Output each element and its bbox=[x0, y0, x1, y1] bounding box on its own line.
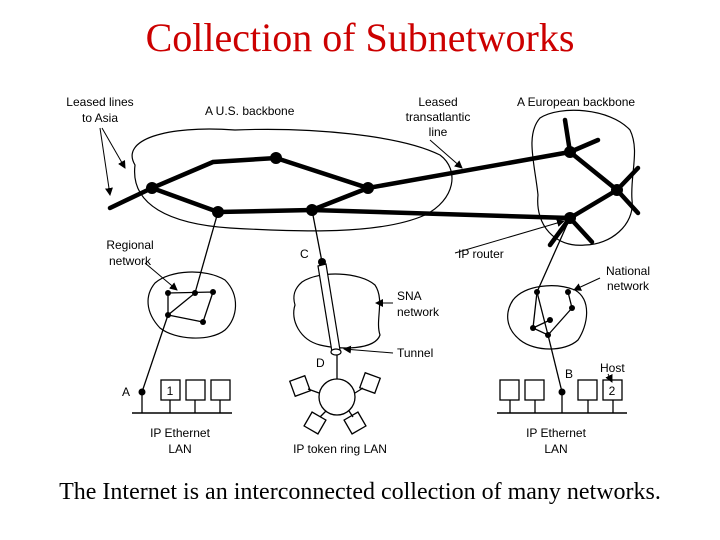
label-node-b: B bbox=[565, 367, 573, 381]
label-ip-router: IP router bbox=[458, 247, 504, 261]
node-b-router bbox=[558, 388, 566, 396]
national-uplink bbox=[536, 217, 571, 293]
label-regional-network: network bbox=[109, 254, 152, 268]
europe-link-2 bbox=[567, 187, 620, 221]
label-transatlantic: Leased bbox=[418, 95, 457, 109]
national-router bbox=[547, 317, 553, 323]
regional-router bbox=[165, 312, 171, 318]
us-backbone-lower-line bbox=[149, 185, 371, 215]
backbone-router bbox=[362, 182, 374, 194]
backbone-router bbox=[611, 184, 623, 196]
national-network-cloud bbox=[507, 285, 588, 350]
national-router bbox=[530, 325, 536, 331]
label-host-2: 2 bbox=[609, 384, 616, 398]
national-router bbox=[545, 332, 551, 338]
label-us-backbone: A U.S. backbone bbox=[205, 104, 295, 118]
regional-router bbox=[165, 290, 171, 296]
arrow-leased-asia-2 bbox=[101, 127, 126, 169]
label-host: Host bbox=[600, 361, 625, 375]
arrow-ip-router bbox=[454, 219, 565, 254]
backbone-router bbox=[564, 146, 576, 158]
token-ring-stations bbox=[288, 371, 382, 435]
regional-to-lan-a bbox=[141, 314, 169, 393]
arrow-transatlantic bbox=[429, 139, 463, 169]
backbone-router bbox=[146, 182, 158, 194]
label-node-c: C bbox=[300, 247, 309, 261]
host-box bbox=[577, 379, 598, 401]
label-node-d: D bbox=[316, 356, 325, 370]
national-router bbox=[565, 289, 571, 295]
label-right-ethernet: IP Ethernet bbox=[526, 426, 586, 440]
host-box bbox=[210, 379, 231, 401]
label-national-network: network bbox=[607, 279, 650, 293]
label-national-network: National bbox=[606, 264, 650, 278]
label-sna-network: network bbox=[397, 305, 440, 319]
europe-link-1 bbox=[567, 149, 620, 193]
label-right-ethernet: LAN bbox=[544, 442, 567, 456]
label-token-ring: IP token ring LAN bbox=[293, 442, 387, 456]
label-left-ethernet: IP Ethernet bbox=[150, 426, 210, 440]
regional-router bbox=[210, 289, 216, 295]
us-backbone-cloud bbox=[131, 128, 453, 232]
label-sna-network: SNA bbox=[397, 289, 422, 303]
label-transatlantic: line bbox=[429, 125, 448, 139]
national-network-diagonal bbox=[536, 291, 549, 336]
label-transatlantic: transatlantic bbox=[406, 110, 471, 124]
national-router bbox=[534, 289, 540, 295]
regional-router bbox=[200, 319, 206, 325]
host-box bbox=[524, 379, 545, 401]
regional-network-diagonal bbox=[167, 292, 196, 316]
national-to-lan-b bbox=[547, 334, 563, 393]
arrow-host bbox=[605, 373, 613, 383]
host-1-box bbox=[160, 379, 181, 401]
node-a-router bbox=[138, 388, 146, 396]
transatlantic-line bbox=[309, 207, 573, 221]
backbone-router bbox=[270, 152, 282, 164]
label-leased-lines-asia: Leased lines bbox=[66, 95, 133, 109]
label-european-backbone: A European backbone bbox=[517, 95, 635, 109]
label-node-a: A bbox=[122, 385, 130, 399]
regional-uplink bbox=[194, 211, 219, 294]
national-network-link bbox=[532, 319, 551, 329]
label-tunnel: Tunnel bbox=[397, 346, 433, 360]
label-leased-lines-asia: to Asia bbox=[82, 111, 118, 125]
slide-title: Collection of Subnetworks bbox=[145, 15, 575, 60]
regional-network-cloud bbox=[147, 271, 237, 339]
tunnel-end bbox=[330, 348, 342, 356]
arrow-national bbox=[573, 277, 601, 291]
tunnel-pipe bbox=[317, 263, 341, 353]
national-router bbox=[569, 305, 575, 311]
host-box bbox=[185, 379, 206, 401]
arrow-regional bbox=[144, 262, 178, 291]
c-uplink bbox=[311, 209, 323, 263]
token-ring bbox=[318, 378, 356, 416]
sna-network-cloud bbox=[293, 273, 381, 349]
label-left-ethernet: LAN bbox=[168, 442, 191, 456]
arrow-tunnel bbox=[343, 345, 394, 354]
regional-router bbox=[192, 290, 198, 296]
arrow-leased-asia-1 bbox=[99, 127, 113, 196]
us-backbone-upper-line bbox=[107, 149, 573, 211]
host-box bbox=[499, 379, 520, 401]
slide-caption: The Internet is an interconnected collec… bbox=[59, 479, 661, 505]
label-regional-network: Regional bbox=[106, 238, 153, 252]
host-2-box bbox=[602, 379, 623, 401]
european-backbone-cloud bbox=[531, 109, 636, 246]
label-host-1: 1 bbox=[167, 384, 174, 398]
